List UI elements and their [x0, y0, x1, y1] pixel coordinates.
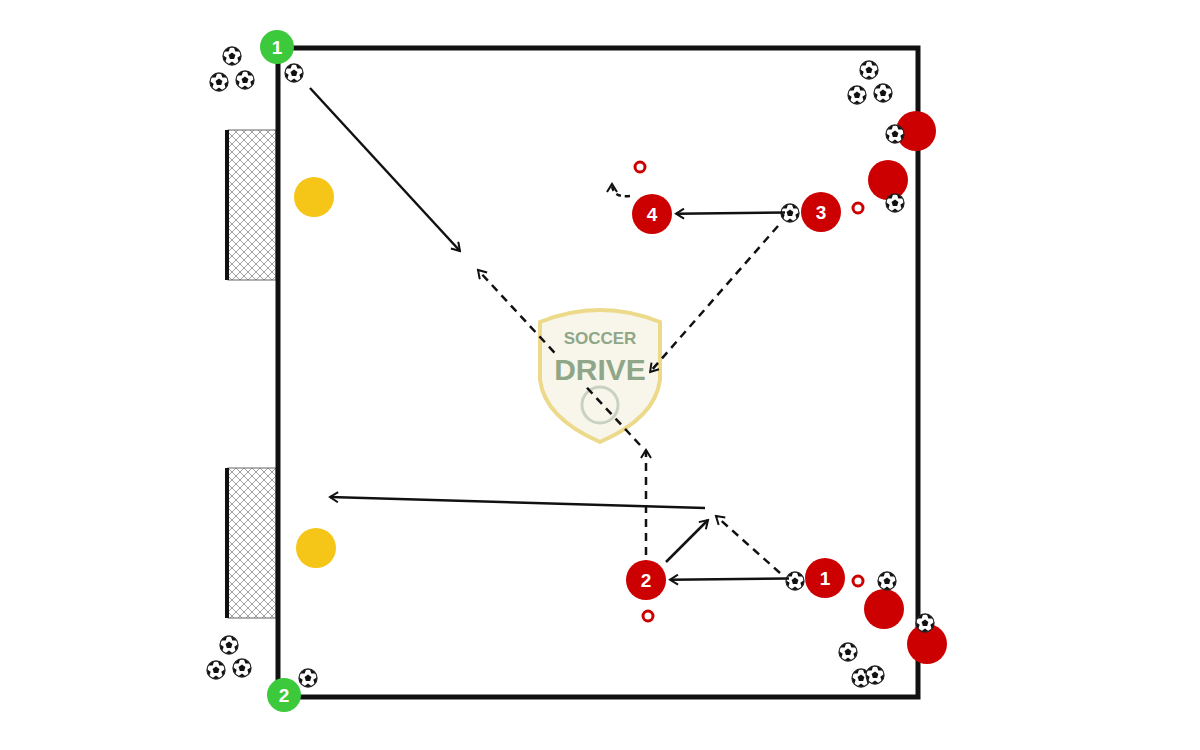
pass-arrow: [650, 226, 778, 372]
soccer-ball: [875, 570, 899, 592]
run-arrow: [645, 450, 648, 555]
soccer-ball: [913, 612, 937, 634]
soccer-ball: [863, 664, 887, 686]
soccer-ball: [296, 667, 320, 689]
pass-arrow: [676, 212, 785, 213]
watermark-text: DRIVE: [551, 355, 649, 385]
cone: [635, 162, 645, 172]
coach-marker: 2: [267, 678, 301, 712]
pass-arrow: [670, 578, 789, 579]
soccer-ball: [871, 82, 895, 104]
cone: [853, 203, 863, 213]
watermark-text: SOCCER: [561, 330, 640, 347]
soccer-ball: [783, 570, 807, 592]
run-arrow: [310, 88, 460, 251]
shot-arrow: [330, 497, 705, 508]
player-marker: 3: [801, 192, 841, 232]
coach-marker: 1: [260, 30, 294, 64]
waiting-player: [864, 589, 904, 629]
soccer-ball: [857, 59, 881, 81]
cone: [643, 611, 653, 621]
goalkeeper: [296, 528, 336, 568]
soccer-ball: [233, 69, 257, 91]
soccer-ball: [845, 84, 869, 106]
goal-frame: [225, 130, 229, 280]
soccer-ball: [883, 123, 907, 145]
soccer-ball: [883, 192, 907, 214]
soccer-ball: [207, 71, 231, 93]
soccer-ball: [282, 62, 306, 84]
cone: [853, 576, 863, 586]
player-marker: 4: [632, 194, 672, 234]
soccer-ball: [220, 45, 244, 67]
player-marker: 2: [626, 560, 666, 600]
goal-frame: [225, 468, 229, 618]
player-number: 2: [641, 571, 652, 590]
soccer-ball: [836, 641, 860, 663]
soccer-ball: [217, 634, 241, 656]
watermark-ball: [582, 387, 618, 423]
pass-arrow: [716, 516, 780, 573]
player-number: 2: [279, 686, 290, 705]
goalkeeper: [294, 177, 334, 217]
player-number: 1: [272, 38, 283, 57]
soccer-ball: [230, 657, 254, 679]
ball-group: [204, 45, 937, 689]
dribble-arrow: [666, 520, 708, 562]
watermark-shield: [540, 310, 660, 442]
player-number: 1: [820, 569, 831, 588]
player-marker: 1: [805, 558, 845, 598]
soccer-ball: [204, 659, 228, 681]
player-number: 4: [647, 205, 658, 224]
player-number: 3: [816, 203, 827, 222]
goal-net: [228, 468, 276, 618]
waiting-player: [868, 160, 908, 200]
goal-net: [228, 130, 276, 280]
turn-arrow: [612, 184, 630, 196]
field-boundary: [278, 48, 918, 697]
